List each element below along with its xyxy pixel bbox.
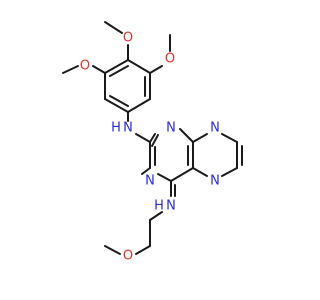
bond — [192, 133, 208, 143]
bond-layer — [62, 21, 243, 255]
nitrogen-atom-anilino: N — [123, 121, 133, 136]
bond — [149, 211, 163, 221]
bond — [104, 245, 121, 255]
nitrogen-atom-alkyl: N — [166, 199, 176, 214]
bond — [149, 133, 156, 143]
nitrogen-atom-ring-3: N — [145, 174, 155, 189]
bond — [170, 167, 194, 182]
bond — [149, 65, 163, 74]
bond — [135, 133, 151, 143]
bond — [221, 133, 238, 143]
bond — [109, 95, 129, 107]
bond — [141, 167, 151, 175]
bond — [157, 173, 172, 182]
bond — [109, 65, 129, 77]
bond — [127, 59, 151, 74]
nitrogen-atom-ring-8: N — [210, 121, 220, 136]
bond — [127, 98, 151, 113]
bond — [104, 21, 123, 34]
structure-canvas: O O O N H N N N N N H O — [62, 21, 243, 264]
molecule-structure: O O O N H N N N N N H O — [62, 21, 243, 264]
bond — [135, 245, 151, 255]
bond — [62, 65, 79, 74]
oxygen-atom-right: O — [165, 52, 175, 67]
oxygen-atom-methoxyethyl: O — [123, 249, 133, 264]
oxygen-atom-top: O — [123, 31, 133, 46]
bond — [179, 128, 194, 143]
bond — [104, 98, 129, 113]
hydrogen-atom-alkyl: H — [154, 199, 164, 214]
bond — [192, 167, 208, 177]
bond — [92, 65, 106, 74]
nitrogen-atom-ring-1: N — [166, 121, 176, 136]
hydrogen-atom-anilino: H — [111, 121, 121, 136]
oxygen-atom-left: O — [80, 59, 90, 74]
bond — [104, 59, 129, 74]
nitrogen-atom-ring-5: N — [210, 174, 220, 189]
atom-layer: O O O N H N N N N N H O — [80, 31, 220, 264]
bond — [221, 167, 238, 177]
bond — [151, 134, 159, 147]
